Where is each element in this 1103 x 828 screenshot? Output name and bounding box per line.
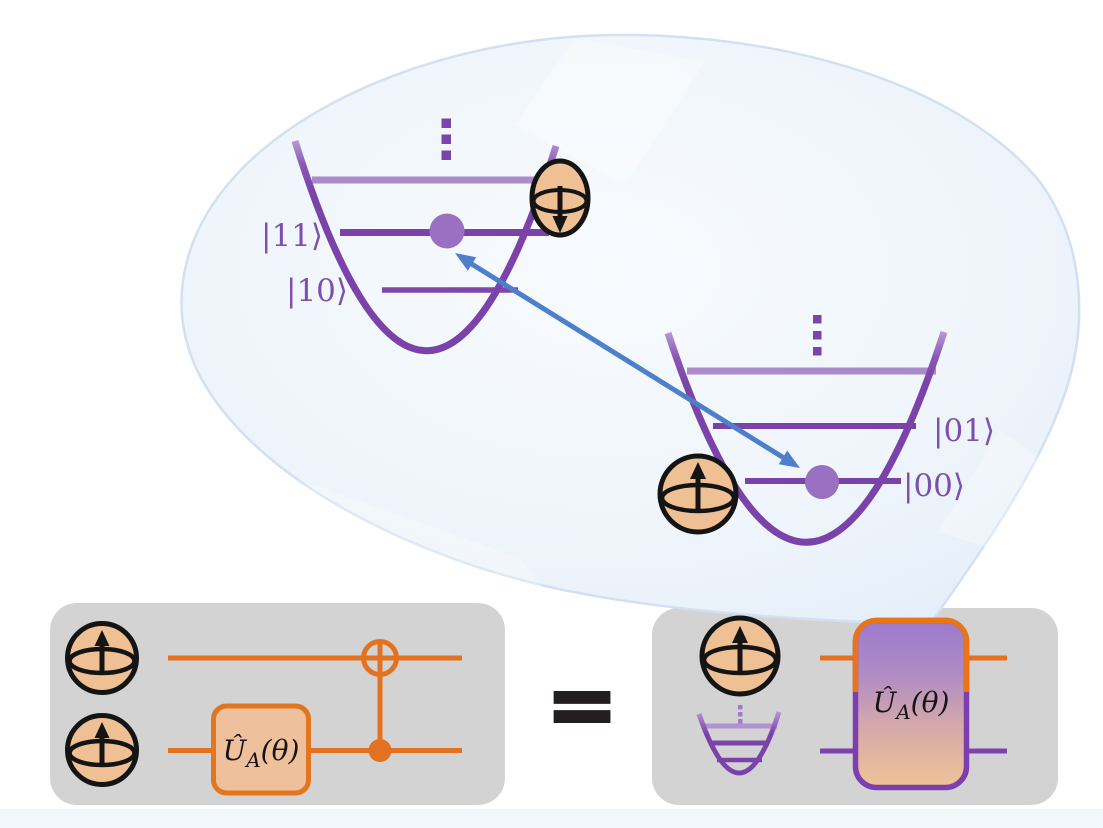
qubit-spin-up-icon <box>699 615 781 697</box>
spin-up-arrowhead <box>690 462 706 479</box>
spin-down-arrowhead <box>552 216 568 233</box>
vertical-ellipsis-icon <box>738 705 743 724</box>
right-well-parabola <box>664 330 948 546</box>
hybrid-circuit: ÛA(θ) <box>696 615 1007 791</box>
qubit-spin-up-icon <box>657 453 739 535</box>
cnot-target-icon <box>361 639 399 677</box>
zoom-balloon <box>180 33 1081 626</box>
left-well-parabola <box>291 139 560 355</box>
bottom-strip <box>0 809 1103 828</box>
ket-label-00: |00⟩ <box>903 468 965 504</box>
ket-label-11: |11⟩ <box>261 218 323 254</box>
ket-label-10: |10⟩ <box>286 273 348 309</box>
ua-theta-gate <box>211 703 311 796</box>
spin-up-arrowhead <box>94 630 110 646</box>
vertical-ellipsis-icon <box>441 118 451 160</box>
ket-label-01: |01⟩ <box>933 413 995 449</box>
balloon-highlight <box>300 480 545 590</box>
gate-orange-border-top <box>852 617 970 692</box>
ua-theta-gate-label: ÛA(θ) <box>223 733 300 772</box>
qubit-spin-down-icon <box>529 158 591 238</box>
vertical-ellipsis-icon <box>813 315 822 356</box>
transition-arrow <box>455 253 800 468</box>
ua-theta-gate-label: ÛA(θ) <box>873 685 950 724</box>
balloon-highlight <box>515 38 705 185</box>
spin-up-arrowhead <box>732 626 748 643</box>
left-potential-well: |11⟩ |10⟩ <box>261 118 560 355</box>
ua-theta-hybrid-gate: ÛA(θ) <box>852 617 970 791</box>
spin-up-arrowhead <box>94 722 110 738</box>
qumode-icon <box>696 705 782 776</box>
balloon-highlight <box>938 430 1038 548</box>
equals-sign: = <box>546 655 618 755</box>
phonon-occupation-dot <box>429 213 465 249</box>
cnot-control-dot <box>368 739 392 762</box>
right-potential-well: |01⟩ |00⟩ <box>664 315 995 546</box>
qubit-spin-up-icon <box>65 713 139 787</box>
two-qubit-circuit: ÛA(θ) <box>65 621 462 796</box>
qubit-spin-up-icon <box>65 621 139 695</box>
phonon-occupation-dot <box>805 465 839 499</box>
